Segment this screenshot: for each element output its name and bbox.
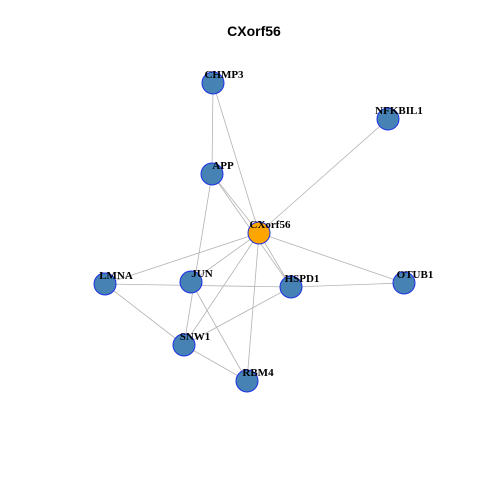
node-chmp3: CHMP3 [201, 69, 244, 95]
node-snw1: SNW1 [172, 331, 211, 357]
edge-cxorf56-rbm4 [246, 232, 260, 382]
node-jun: JUN [179, 268, 213, 294]
edge-cxorf56-chmp3 [212, 82, 260, 234]
node-circle-jun [179, 270, 203, 294]
edge-cxorf56-jun [190, 232, 260, 283]
node-label-nfkbil1: NFKBIL1 [375, 105, 423, 117]
node-circle-lmna [93, 272, 117, 296]
node-nfkbil1: NFKBIL1 [375, 105, 423, 131]
edge-cxorf56-otub1 [258, 232, 405, 284]
node-hspd1: HSPD1 [279, 273, 320, 299]
node-circle-rbm4 [235, 369, 259, 393]
node-circle-snw1 [172, 333, 196, 357]
node-label-chmp3: CHMP3 [204, 69, 244, 81]
node-lmna: LMNA [93, 270, 133, 296]
edge-hspd1-snw1 [183, 286, 292, 346]
edge-cxorf56-lmna [104, 232, 260, 285]
node-label-otub1: OTUB1 [397, 269, 434, 281]
node-label-rbm4: RBM4 [242, 367, 274, 379]
node-circle-app [200, 162, 224, 186]
node-label-app: APP [212, 160, 234, 172]
edge-chmp3-app [211, 82, 214, 175]
node-label-lmna: LMNA [99, 270, 133, 282]
node-label-hspd1: HSPD1 [285, 273, 320, 285]
edge-snw1-rbm4 [183, 344, 248, 382]
edge-jun-rbm4 [190, 281, 248, 382]
node-circle-nfkbil1 [376, 107, 400, 131]
edge-cxorf56-nfkbil1 [258, 118, 389, 234]
edge-lmna-snw1 [104, 283, 185, 346]
node-otub1: OTUB1 [392, 269, 434, 295]
node-rbm4: RBM4 [235, 367, 274, 393]
node-app: APP [200, 160, 234, 186]
diagram-title: CXorf56 [227, 23, 281, 39]
node-circle-cxorf56 [247, 221, 271, 245]
node-cxorf56: CXorf56 [247, 219, 291, 245]
node-label-jun: JUN [191, 268, 212, 280]
node-circle-hspd1 [279, 275, 303, 299]
node-circle-otub1 [392, 271, 416, 295]
edge-hspd1-otub1 [290, 282, 405, 288]
node-circle-chmp3 [201, 71, 225, 95]
node-label-snw1: SNW1 [180, 331, 211, 343]
edge-app-snw1 [183, 173, 213, 346]
edge-cxorf56-app [211, 173, 260, 234]
edge-cxorf56-snw1 [183, 232, 260, 346]
node-label-cxorf56: CXorf56 [250, 219, 291, 231]
